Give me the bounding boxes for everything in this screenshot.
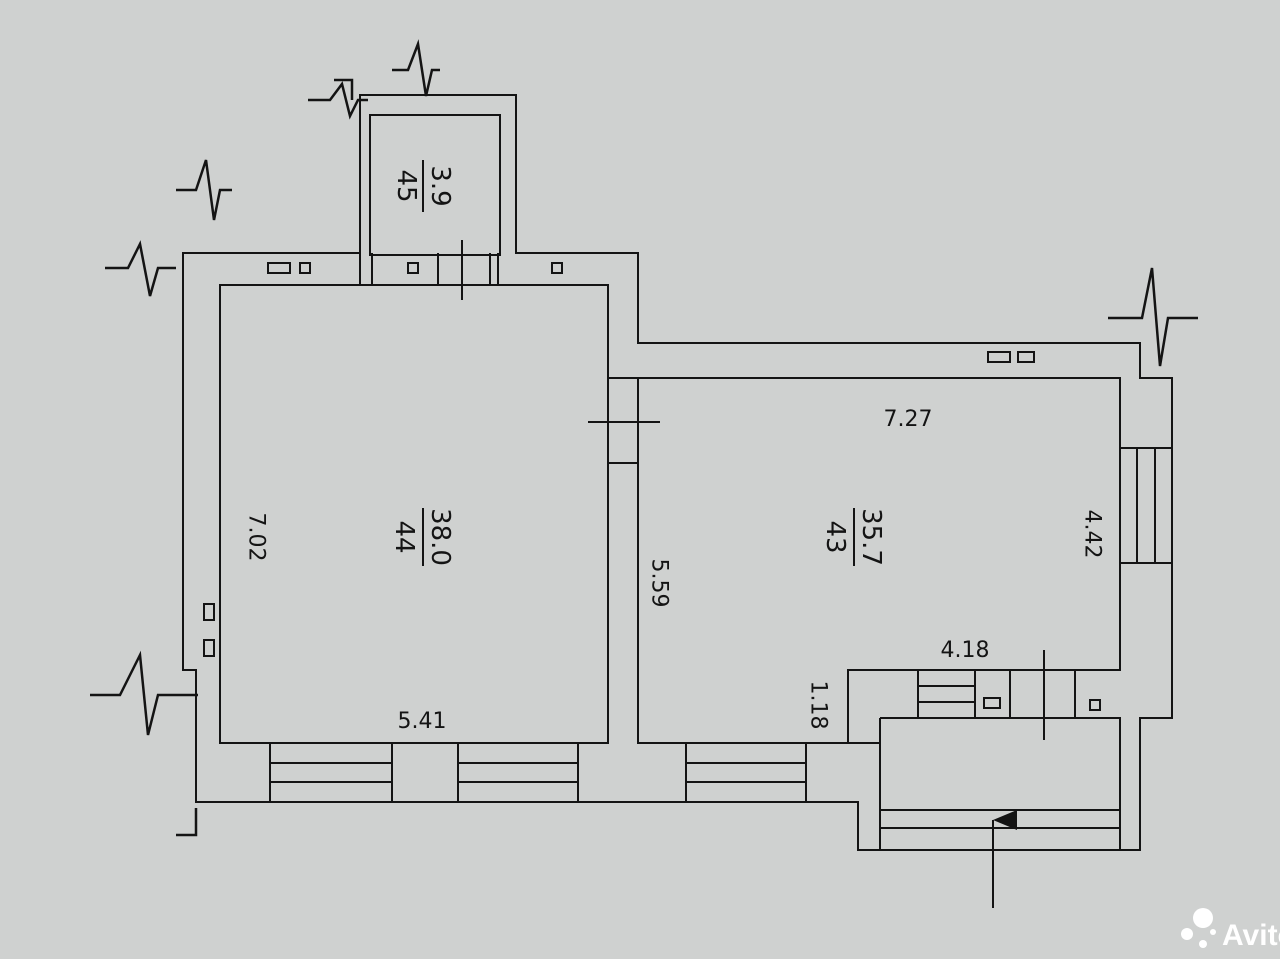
avito-watermark: Avito bbox=[1181, 908, 1280, 952]
window-right bbox=[1119, 447, 1173, 564]
cut-lines bbox=[461, 240, 1045, 740]
walls bbox=[182, 94, 1173, 851]
dim-vestibule-depth: 1.18 bbox=[806, 681, 831, 730]
room-45-outline bbox=[369, 114, 501, 256]
vestibule-steps bbox=[917, 670, 1076, 718]
dimension-labels: 5.41 7.02 5.59 7.27 4.42 4.18 1.18 bbox=[244, 407, 1105, 734]
vents bbox=[203, 262, 1101, 711]
dim-vestibule-width: 4.18 bbox=[941, 638, 990, 663]
room-43-number: 43 bbox=[820, 520, 850, 553]
window-bottom-2 bbox=[457, 742, 579, 803]
room-labels: 45 3.9 44 38.0 43 35.7 bbox=[389, 165, 886, 566]
room-45-number: 45 bbox=[391, 169, 421, 202]
outer-wall bbox=[182, 94, 1173, 851]
window-bottom-1 bbox=[269, 742, 393, 803]
room-43-outline bbox=[637, 377, 1121, 744]
windows bbox=[269, 447, 1173, 829]
avito-logo-icon bbox=[1181, 908, 1216, 948]
fraction-bars bbox=[422, 160, 855, 566]
room-45-area: 3.9 bbox=[425, 165, 455, 206]
dim-room43-width: 7.27 bbox=[884, 407, 933, 432]
room-44-area: 38.0 bbox=[425, 508, 455, 566]
dim-room43-height: 4.42 bbox=[1080, 510, 1105, 559]
room-44-outline bbox=[219, 284, 609, 744]
vestibule-outline bbox=[880, 717, 1121, 850]
break-marks bbox=[90, 39, 1198, 837]
entrance-steps bbox=[880, 809, 1120, 829]
window-bottom-3 bbox=[685, 742, 807, 803]
dim-room44-width: 5.41 bbox=[398, 709, 447, 734]
watermark-brand: Avito bbox=[1222, 919, 1280, 952]
dim-partition: 5.59 bbox=[647, 559, 672, 608]
dim-room44-height: 7.02 bbox=[244, 513, 269, 562]
room-44-number: 44 bbox=[389, 520, 419, 553]
room-43-area: 35.7 bbox=[856, 508, 886, 566]
